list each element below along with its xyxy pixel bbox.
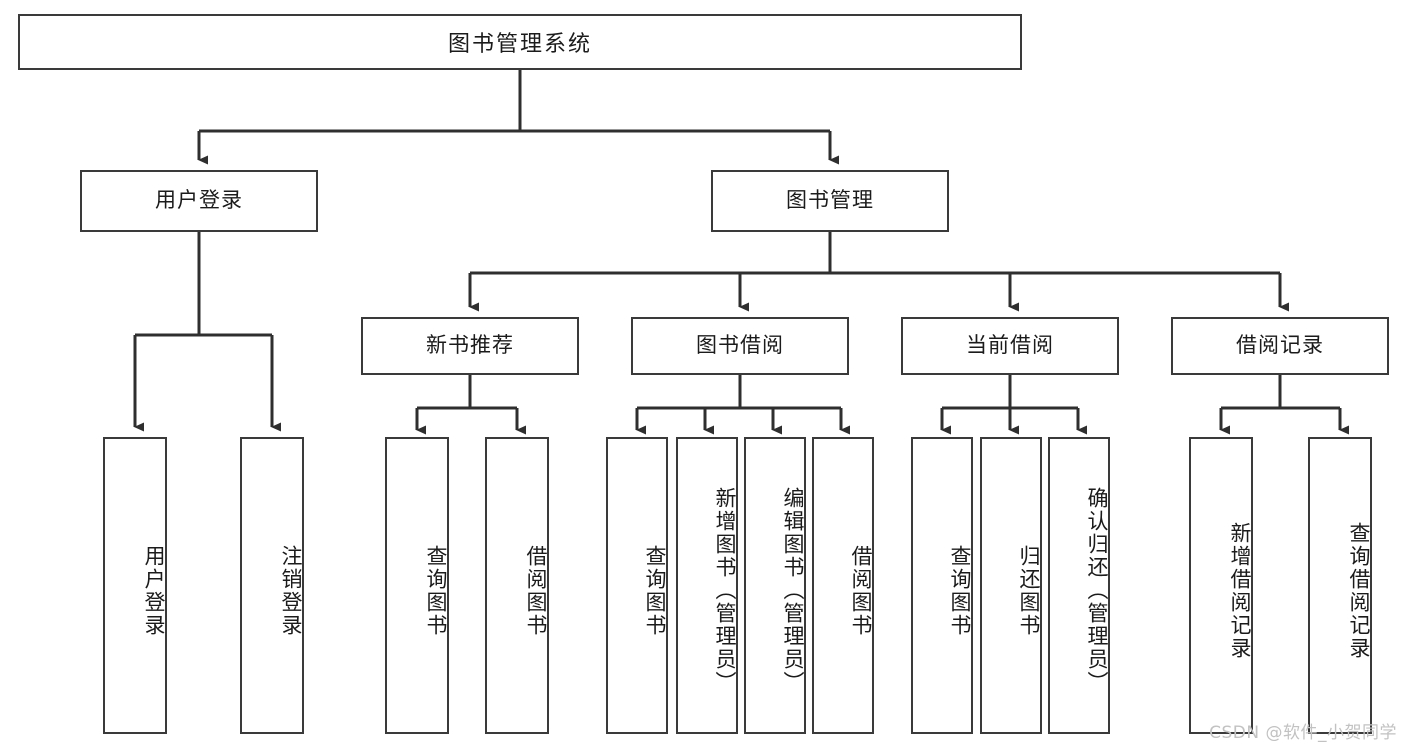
node-current-borrow[interactable]: 当前借阅 [901, 317, 1119, 375]
leaf-add-book-admin[interactable]: 新增图书（管理员） [676, 437, 738, 734]
leaf-borrow-book[interactable]: 借阅图书 [812, 437, 874, 734]
node-borrow-record[interactable]: 借阅记录 [1171, 317, 1389, 375]
leaf-user-login[interactable]: 用户登录 [103, 437, 167, 734]
node-user-login[interactable]: 用户登录 [80, 170, 318, 232]
node-book-borrow[interactable]: 图书借阅 [631, 317, 849, 375]
leaf-return-book[interactable]: 归还图书 [980, 437, 1042, 734]
node-book-management[interactable]: 图书管理 [711, 170, 949, 232]
leaf-query-book-current[interactable]: 查询图书 [911, 437, 973, 734]
leaf-edit-book-admin[interactable]: 编辑图书（管理员） [744, 437, 806, 734]
leaf-query-book-recommend[interactable]: 查询图书 [385, 437, 449, 734]
csdn-watermark: CSDN @软件_小贺同学 [1209, 723, 1397, 743]
node-new-book-recommend[interactable]: 新书推荐 [361, 317, 579, 375]
leaf-logout[interactable]: 注销登录 [240, 437, 304, 734]
node-root-system[interactable]: 图书管理系统 [18, 14, 1022, 70]
leaf-query-book-borrow[interactable]: 查询图书 [606, 437, 668, 734]
leaf-query-borrow-record[interactable]: 查询借阅记录 [1308, 437, 1372, 734]
leaf-borrow-book-recommend[interactable]: 借阅图书 [485, 437, 549, 734]
leaf-add-borrow-record[interactable]: 新增借阅记录 [1189, 437, 1253, 734]
leaf-confirm-return-admin[interactable]: 确认归还（管理员） [1048, 437, 1110, 734]
